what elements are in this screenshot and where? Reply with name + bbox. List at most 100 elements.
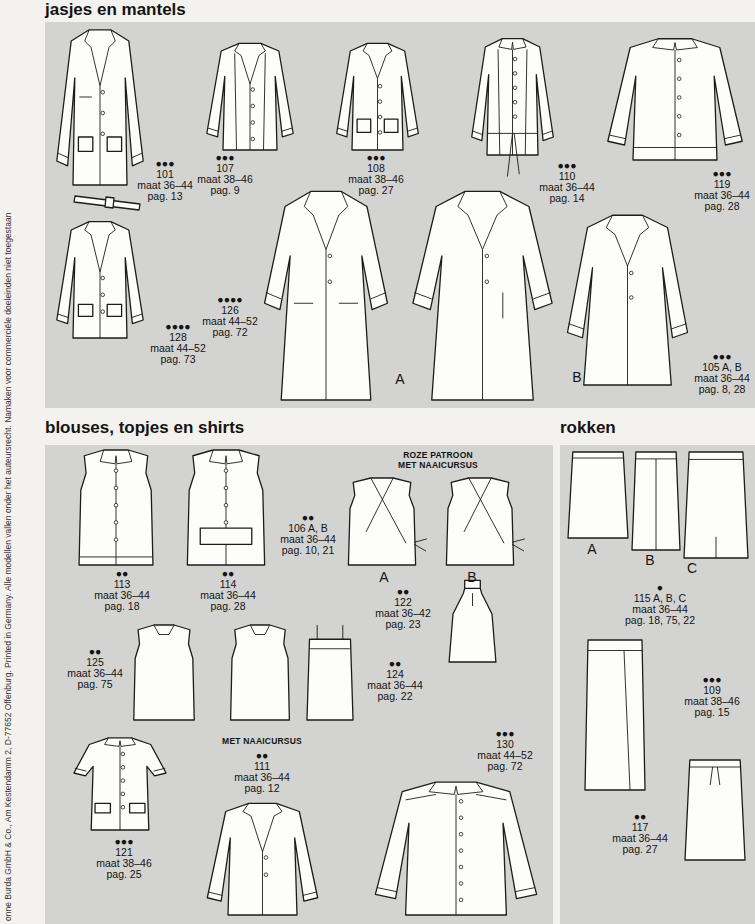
button: [677, 114, 681, 118]
page-reference: pag. 22: [377, 691, 412, 702]
button: [101, 90, 105, 94]
seam-line: [116, 450, 132, 464]
seam-line: [378, 43, 392, 78]
button: [459, 865, 463, 869]
size-range: maat 44–52: [202, 316, 257, 327]
seam-line: [266, 293, 281, 299]
seam-line: [499, 39, 513, 50]
button: [378, 100, 382, 104]
button: [459, 816, 463, 820]
page-reference: pag. 25: [106, 869, 141, 880]
view-letter: A: [395, 372, 404, 387]
garment-outline: [79, 450, 153, 565]
view-letter: A: [379, 570, 388, 585]
garment-outline: [107, 304, 121, 316]
wrap-top-drawing: [446, 478, 524, 565]
seam-line: [363, 43, 377, 78]
page-reference: pag. 28: [210, 601, 245, 612]
garment-outline: [130, 803, 145, 813]
button: [459, 898, 463, 902]
button: [251, 137, 255, 141]
size-range: maat 38–46: [348, 174, 403, 185]
page-reference: pag. 8, 28: [699, 384, 746, 395]
button: [101, 276, 105, 280]
model-number: 101: [156, 169, 174, 180]
size-range: maat 36–44: [367, 680, 422, 691]
seam-line: [303, 892, 317, 895]
seam-line: [624, 651, 630, 791]
belt-drawing: [74, 196, 140, 210]
difficulty-dots: ●●: [302, 512, 315, 523]
difficulty-dots: ●: [657, 582, 663, 593]
difficulty-dots: ●●●: [495, 728, 514, 739]
seam-line: [473, 131, 483, 135]
button: [629, 296, 633, 300]
seam-line: [226, 450, 243, 464]
size-range: maat 36–44: [612, 833, 667, 844]
seam-line: [310, 648, 350, 649]
section-ground: [560, 445, 755, 924]
seam-line: [671, 324, 686, 329]
section-heading: blouses, topjes en shirts: [45, 418, 244, 438]
model-number: 111: [254, 761, 270, 772]
garment-outline: [265, 191, 388, 400]
page-reference: pag. 9: [210, 185, 239, 196]
seam-line: [512, 544, 524, 551]
page-reference: pag. 10, 21: [282, 545, 335, 556]
button: [459, 799, 463, 803]
button: [459, 882, 463, 886]
garment-outline: [207, 43, 293, 150]
garment-outline: [200, 528, 252, 544]
seam-line: [294, 303, 313, 304]
seam-line: [675, 50, 676, 160]
page-reference: pag. 14: [549, 193, 584, 204]
garment-outline: [585, 640, 645, 790]
seam-line: [483, 191, 508, 249]
model-number: 117: [632, 822, 649, 833]
button: [251, 88, 255, 92]
seam-line: [208, 128, 219, 131]
seam-line: [282, 128, 293, 131]
garment-outline: [449, 588, 496, 662]
seam-line: [472, 593, 473, 606]
difficulty-dots: ●●●●: [217, 294, 242, 305]
seam-line: [371, 293, 386, 299]
button: [114, 521, 118, 525]
view-letter: B: [645, 553, 654, 568]
camisole-drawing: [307, 625, 353, 720]
seam-line: [656, 459, 657, 550]
button: [264, 873, 268, 877]
button: [101, 293, 105, 297]
blouse-drawing: [187, 450, 264, 565]
button: [459, 849, 463, 853]
skirt-drawing: [585, 640, 645, 790]
seam-line: [250, 84, 251, 150]
button: [251, 104, 255, 108]
size-range: maat 36–44: [694, 190, 749, 201]
view-letter: B: [467, 570, 476, 585]
garment-outline: [187, 450, 264, 565]
button: [485, 254, 489, 258]
button: [114, 503, 118, 507]
size-range: maat 36–44: [280, 534, 335, 545]
difficulty-dots: ●●: [89, 646, 102, 657]
seam-line: [226, 464, 227, 565]
model-number: 113: [114, 579, 131, 590]
garment-outline: [95, 803, 110, 813]
page-reference: pag. 15: [694, 707, 729, 718]
top-drawing: [134, 625, 194, 720]
seam-line: [689, 459, 743, 460]
button: [513, 100, 517, 104]
garment-outline: [78, 137, 92, 151]
button: [485, 280, 489, 284]
seam-line: [75, 768, 87, 771]
button: [264, 856, 268, 860]
model-number: 110: [559, 171, 576, 182]
size-range: maat 38–46: [197, 174, 252, 185]
seam-line: [366, 478, 393, 532]
coat-drawing: [568, 215, 688, 385]
seam-line: [58, 153, 69, 158]
garment-outline: [384, 119, 398, 132]
model-number: 108: [367, 163, 385, 174]
